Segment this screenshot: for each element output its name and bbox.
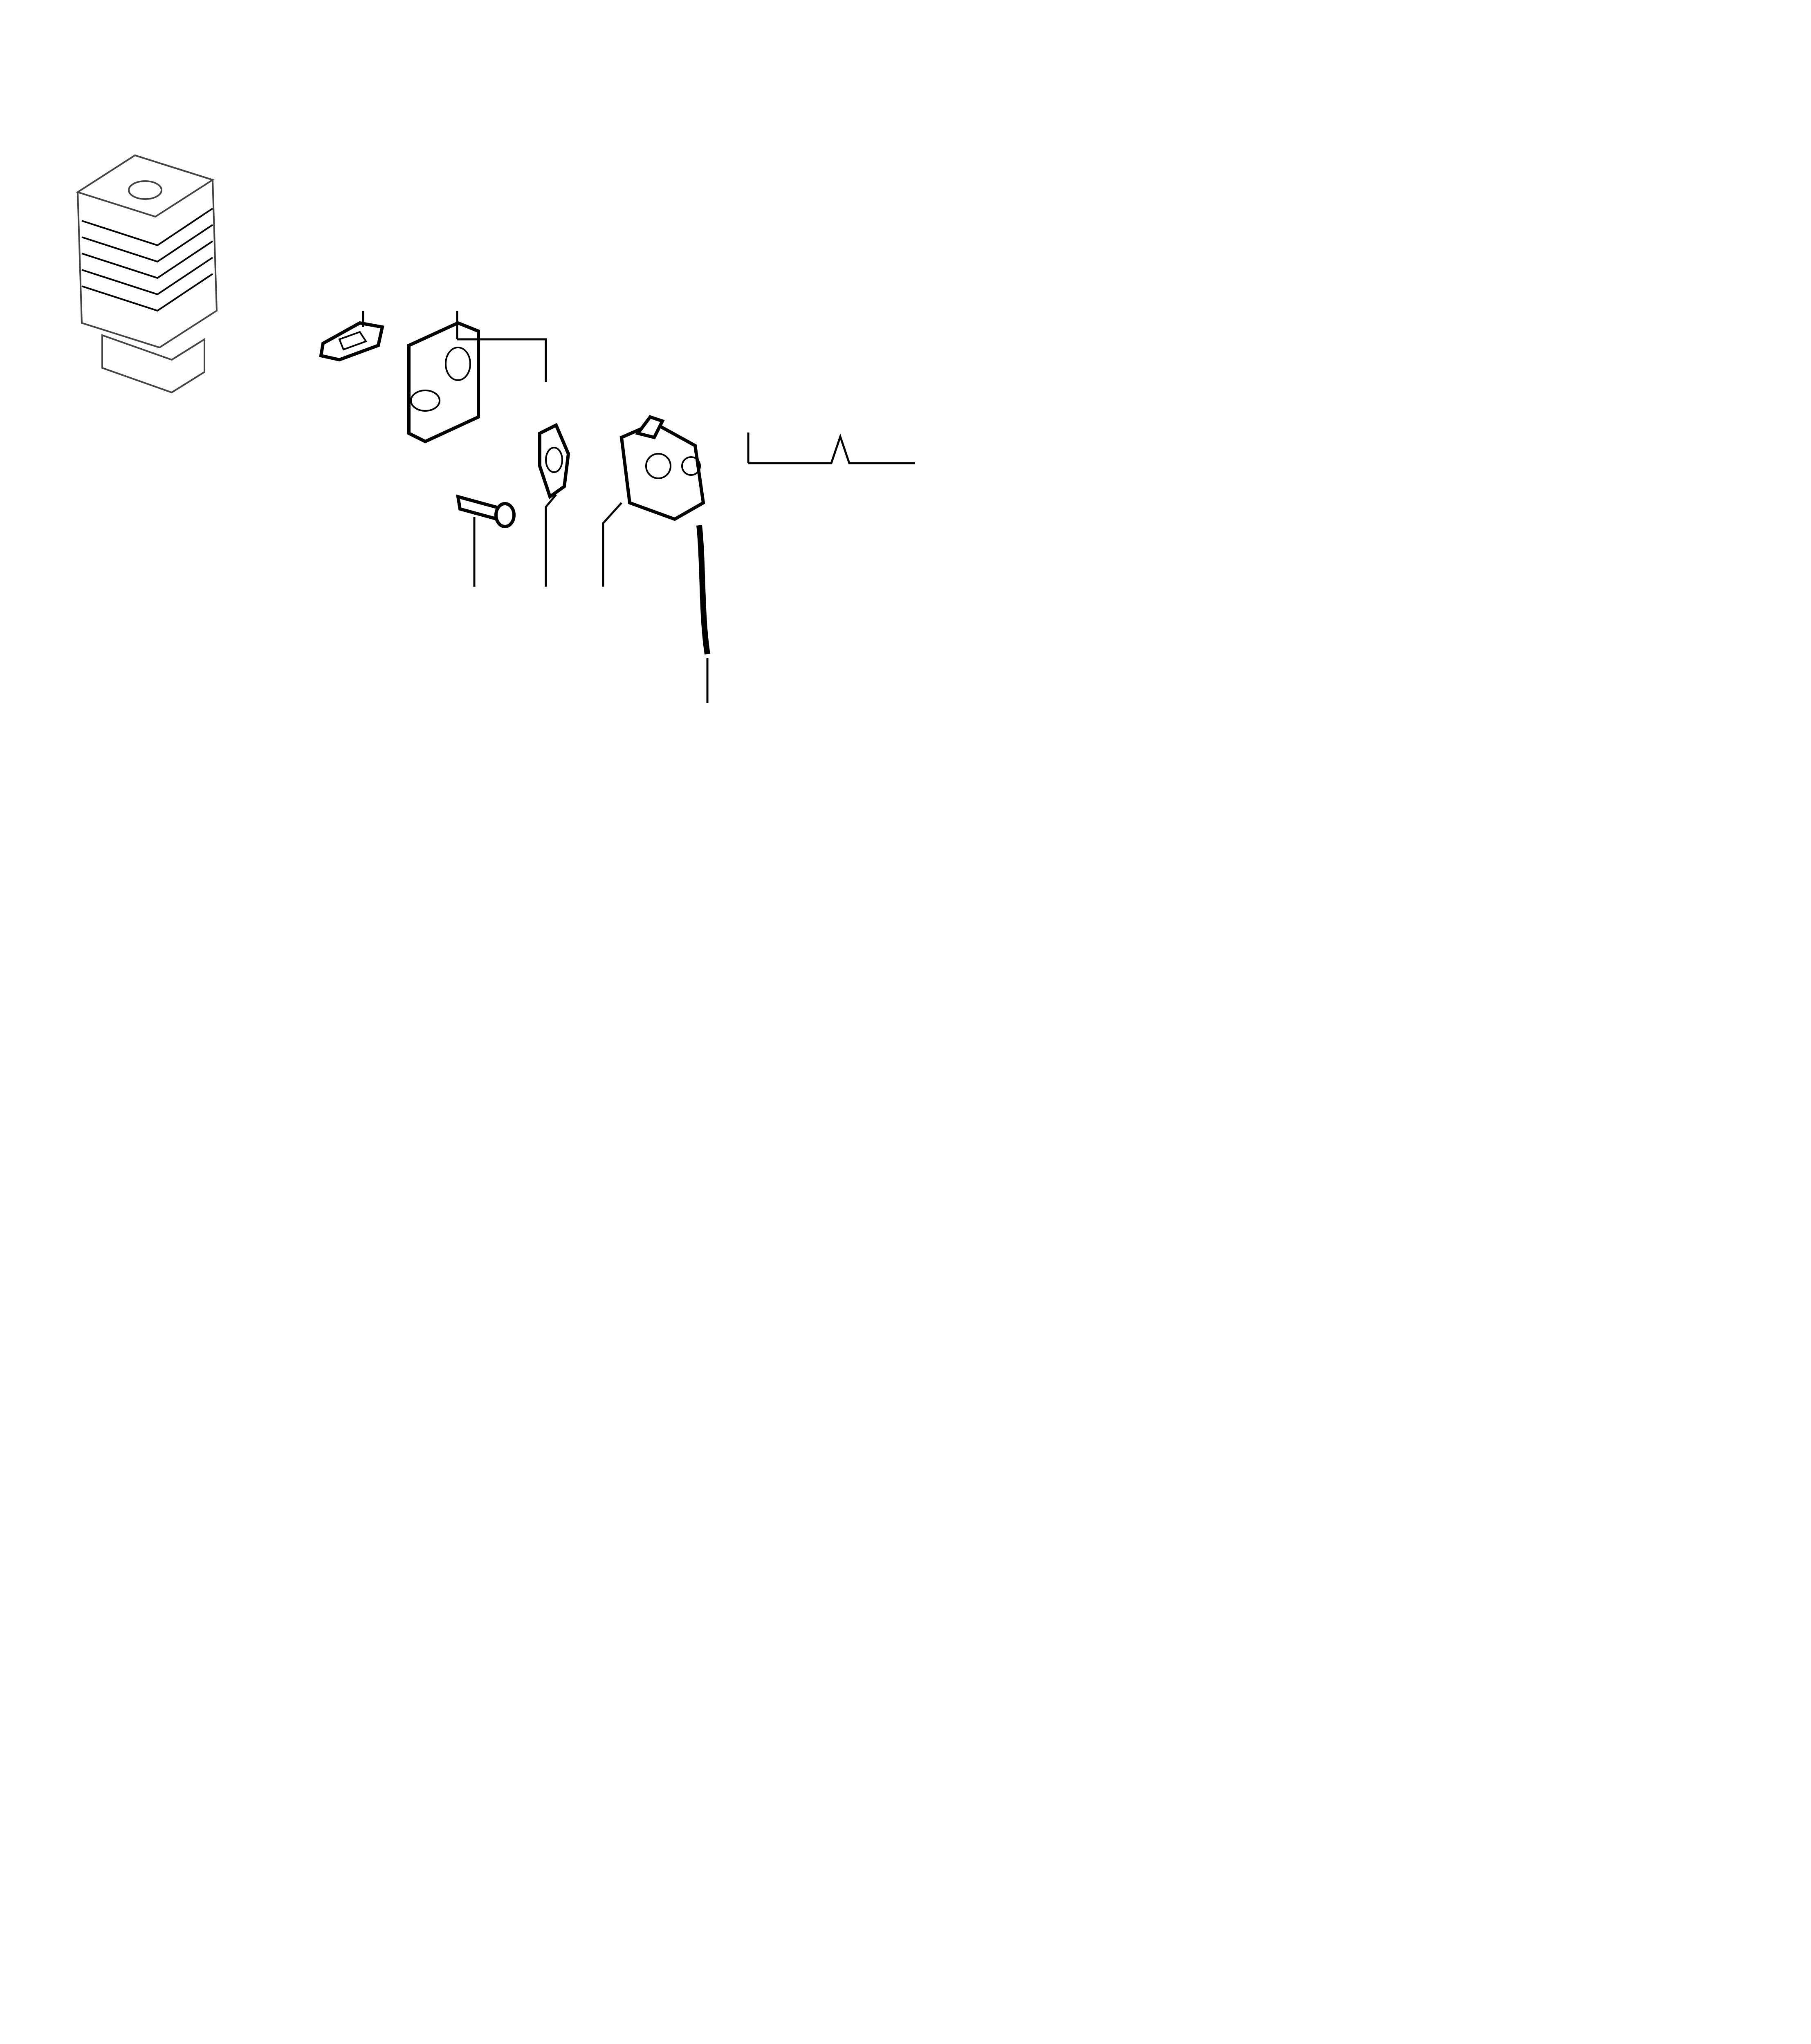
group-bracket <box>748 433 915 464</box>
part-32-fuel-line[interactable] <box>696 525 710 655</box>
leader-line <box>545 494 557 587</box>
leader-line <box>457 338 547 382</box>
part-3-screw[interactable] <box>456 494 516 528</box>
engine-cylinder-reference <box>76 154 218 394</box>
part-5-gasket[interactable] <box>538 423 570 500</box>
leader-line <box>602 502 622 587</box>
part-1-gasket[interactable] <box>319 321 384 362</box>
part-6-carburetor[interactable] <box>619 415 705 521</box>
part-2-intake-manifold[interactable] <box>407 321 480 444</box>
